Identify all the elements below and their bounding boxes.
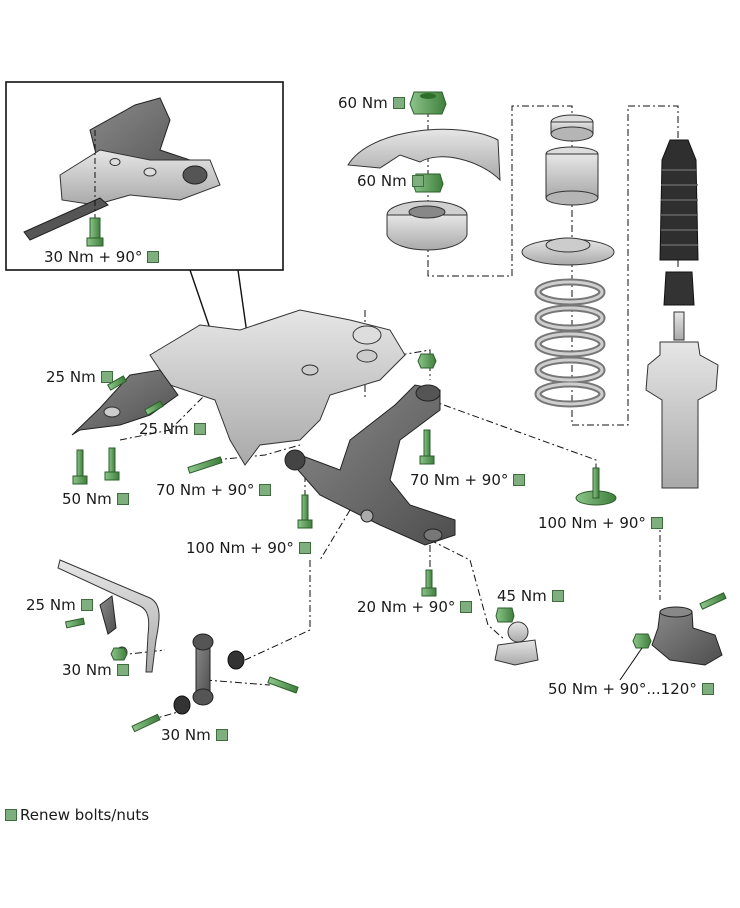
label-text: 100 Nm + 90° <box>186 539 294 557</box>
torque-label-arm-rear-bolt: 70 Nm + 90° <box>410 471 526 489</box>
stabilizer-bar <box>57 559 160 673</box>
label-text: 60 Nm <box>338 94 388 112</box>
renew-marker <box>193 423 206 435</box>
coupling-link <box>173 633 245 715</box>
label-text: 45 Nm <box>497 587 547 605</box>
renew-marker <box>147 251 160 263</box>
torque-label-bracket-upper: 25 Nm <box>46 368 113 386</box>
torque-label-bracket-side: 25 Nm <box>139 420 206 438</box>
legend: Renew bolts/nuts <box>5 806 149 824</box>
renew-marker <box>80 599 93 611</box>
renew-marker <box>298 542 311 554</box>
label-text: 30 Nm + 90° <box>44 248 143 266</box>
torque-label-ball-joint-nut: 45 Nm <box>497 587 564 605</box>
label-text: 70 Nm + 90° <box>410 471 509 489</box>
torque-label-top-nut: 60 Nm <box>338 94 405 112</box>
label-text: 50 Nm + 90°...120° <box>548 680 697 698</box>
inset-detail <box>5 81 284 441</box>
torque-label-bracket-lower: 50 Nm <box>62 490 129 508</box>
renew-marker <box>411 175 424 187</box>
torque-label-strut-base: 100 Nm + 90° <box>538 514 663 532</box>
label-text: 25 Nm <box>139 420 189 438</box>
renew-marker <box>100 371 113 383</box>
label-text: 30 Nm <box>62 661 112 679</box>
renew-marker <box>215 729 228 741</box>
legend-text: Renew bolts/nuts <box>20 806 150 824</box>
label-text: 25 Nm <box>26 596 76 614</box>
subframe <box>149 309 406 466</box>
ball-joint <box>494 607 539 666</box>
label-text: 60 Nm <box>357 172 407 190</box>
label-text: 70 Nm + 90° <box>156 481 255 499</box>
renew-marker <box>650 517 663 529</box>
torque-label-arm-front-bolt: 100 Nm + 90° <box>186 539 311 557</box>
renew-marker <box>116 664 129 676</box>
torque-label-inset-bolt: 30 Nm + 90° <box>44 248 160 266</box>
legend-marker <box>5 809 17 821</box>
label-text: 20 Nm + 90° <box>357 598 456 616</box>
torque-label-top-nut-inner: 60 Nm <box>357 172 424 190</box>
renew-marker <box>551 590 564 602</box>
renew-marker <box>259 484 272 496</box>
torque-label-stabilizer-nut: 30 Nm <box>62 661 129 679</box>
renew-marker <box>460 601 473 613</box>
label-text: 25 Nm <box>46 368 96 386</box>
strut-plate <box>575 467 617 506</box>
torque-label-subframe-bolt: 70 Nm + 90° <box>156 481 272 499</box>
bracket <box>71 369 179 436</box>
wheel-bearing-housing <box>651 606 723 666</box>
renew-marker <box>513 474 526 486</box>
control-arm <box>284 384 456 546</box>
label-text: 100 Nm + 90° <box>538 514 646 532</box>
torque-label-link-bolt: 30 Nm <box>161 726 228 744</box>
renew-marker <box>701 683 714 695</box>
label-text: 50 Nm <box>62 490 112 508</box>
torque-label-hub-bolt: 50 Nm + 90°...120° <box>548 680 714 698</box>
label-text: 30 Nm <box>161 726 211 744</box>
torque-label-stabilizer-clamp: 25 Nm <box>26 596 93 614</box>
strut-top-group <box>347 91 719 489</box>
fasteners <box>64 353 727 733</box>
renew-marker <box>392 97 405 109</box>
renew-marker <box>116 493 129 505</box>
torque-label-ball-joint-bolt: 20 Nm + 90° <box>357 598 473 616</box>
